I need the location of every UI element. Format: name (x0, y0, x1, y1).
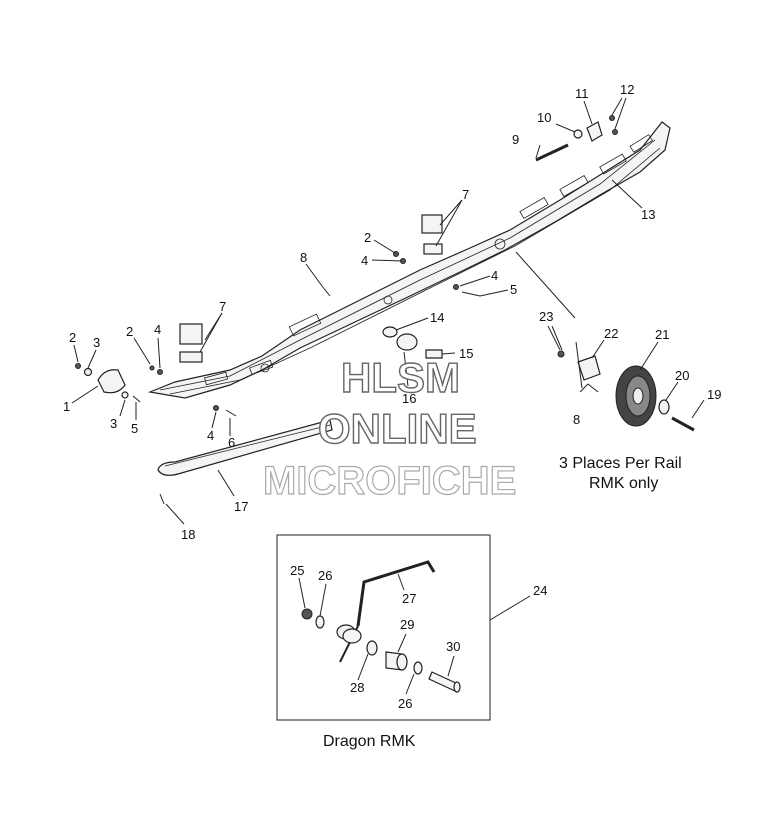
callout-17: 17 (234, 499, 248, 514)
nut-left (75, 363, 81, 369)
note-rmk-only: RMK only (589, 475, 658, 492)
nut-4d (453, 284, 459, 290)
rail-tip (97, 369, 126, 394)
screw-12a (609, 115, 615, 121)
nut-23 (557, 350, 565, 358)
callout-14: 14 (430, 310, 444, 325)
callout-5: 5 (131, 421, 138, 436)
nut-4c (213, 405, 219, 411)
callout-4: 4 (491, 268, 498, 283)
bolt-8b (587, 383, 599, 393)
rail-assembly (147, 121, 671, 399)
pin-15 (425, 349, 443, 359)
callout-4: 4 (207, 428, 214, 443)
bolt-8a (321, 285, 331, 297)
callout-2: 2 (69, 330, 76, 345)
block-upper (421, 214, 443, 234)
screw-12b (612, 129, 618, 135)
callout-2: 2 (364, 230, 371, 245)
callout-2: 2 (126, 324, 133, 339)
callout-28: 28 (350, 680, 364, 695)
callout-3: 3 (110, 416, 117, 431)
bolt-19 (671, 416, 695, 432)
callout-24: 24 (533, 583, 547, 598)
watermark-line-2: ONLINE (318, 405, 477, 452)
callout-21: 21 (655, 327, 669, 342)
callout-7: 7 (219, 299, 226, 314)
bolt-9 (535, 143, 569, 162)
callout-23: 23 (539, 309, 553, 324)
callout-25: 25 (290, 563, 304, 578)
block-left-lower (179, 351, 203, 363)
callout-10: 10 (537, 110, 551, 125)
inset-caption: Dragon RMK (323, 733, 416, 750)
callout-1: 1 (63, 399, 70, 414)
callout-4: 4 (361, 253, 368, 268)
bolt-6 (225, 409, 237, 417)
callout-13: 13 (641, 207, 655, 222)
nut-mid (149, 365, 155, 371)
inset-box (276, 534, 491, 721)
hyfax-slide (157, 419, 333, 476)
callout-8: 8 (573, 412, 580, 427)
callout-26: 26 (318, 568, 332, 583)
callout-16: 16 (402, 391, 416, 406)
washer-left (83, 367, 93, 377)
callout-29: 29 (400, 617, 414, 632)
callout-8: 8 (300, 250, 307, 265)
callout-4: 4 (154, 322, 161, 337)
callout-3: 3 (93, 335, 100, 350)
callout-11: 11 (575, 86, 589, 101)
watermark: HLSM ONLINE MICROFICHE (262, 353, 517, 503)
callout-6: 6 (228, 435, 235, 450)
washer-14 (382, 326, 398, 338)
bolt-5b (461, 291, 481, 297)
callout-5: 5 (510, 282, 517, 297)
callout-22: 22 (604, 326, 618, 341)
note-places-per-rail: 3 Places Per Rail (559, 455, 682, 472)
nut-mid-2 (157, 369, 163, 375)
watermark-line-1: HLSM (341, 354, 460, 401)
callout-20: 20 (675, 368, 689, 383)
callout-30: 30 (446, 639, 460, 654)
inset-parts (298, 560, 461, 695)
bracket-11 (586, 121, 603, 142)
inset-leader (489, 595, 531, 621)
callout-9: 9 (512, 132, 519, 147)
callout-7: 7 (462, 187, 469, 202)
washer-20 (658, 399, 670, 415)
leader-lines (71, 97, 705, 525)
callout-labels: 1 2 3 2 4 3 5 4 6 7 8 2 4 7 4 5 14 15 16… (63, 82, 721, 711)
spacer-22 (577, 355, 601, 381)
callout-15: 15 (459, 346, 473, 361)
callout-19: 19 (707, 387, 721, 402)
callout-26: 26 (398, 696, 412, 711)
block-left (179, 323, 203, 345)
idler-wheel (615, 365, 657, 427)
bushing-16 (396, 333, 418, 351)
screw-18 (159, 493, 165, 505)
watermark-line-3: MICROFICHE (263, 459, 516, 503)
callout-12: 12 (620, 82, 634, 97)
bolt-lower (132, 395, 141, 403)
callout-27: 27 (402, 591, 416, 606)
washer-lower (121, 391, 129, 399)
callout-18: 18 (181, 527, 195, 542)
block-upper-lower (423, 243, 443, 255)
nut-10 (573, 129, 583, 139)
